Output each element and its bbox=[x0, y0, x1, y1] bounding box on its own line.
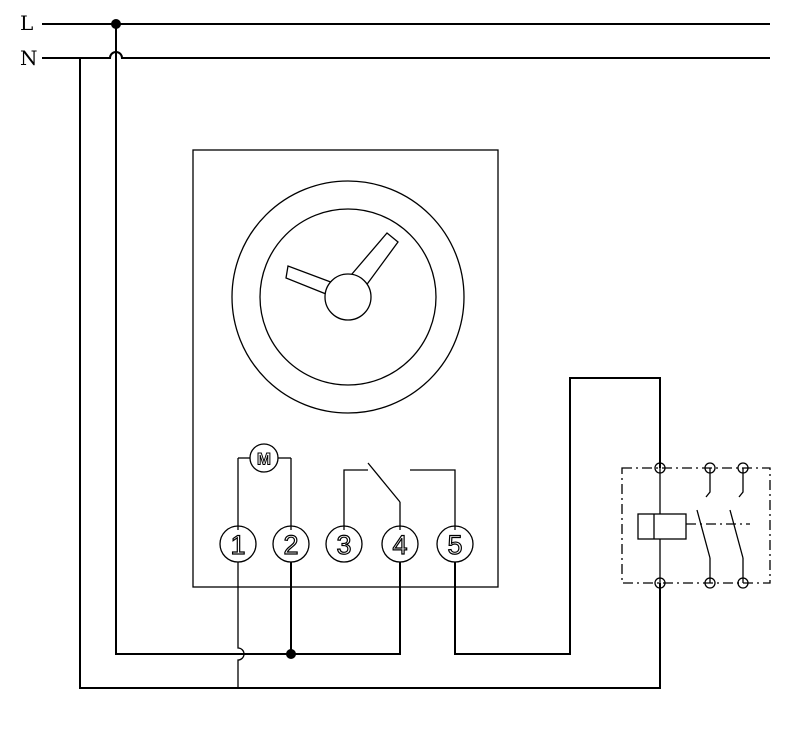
terminal-2-label: 2 bbox=[283, 530, 298, 560]
terminal-3-label: 3 bbox=[336, 530, 351, 560]
contactor bbox=[621, 462, 771, 589]
motor-label: M bbox=[257, 450, 271, 469]
junction-dot bbox=[286, 649, 296, 659]
terminal-1-wire bbox=[237, 562, 245, 688]
neutral-line bbox=[42, 51, 770, 59]
terminal-5-label: 5 bbox=[447, 530, 462, 560]
live-wire bbox=[115, 24, 401, 655]
terminal-5: 5 bbox=[436, 525, 474, 563]
neutral-line-label: N bbox=[20, 46, 38, 70]
switched-output-wire bbox=[454, 377, 661, 655]
motor-icon bbox=[249, 443, 279, 473]
contactor-coil bbox=[637, 513, 687, 540]
switch-blade bbox=[367, 462, 401, 503]
timer-housing bbox=[192, 149, 499, 588]
terminal-1: 1 bbox=[219, 525, 257, 563]
terminal-4: 4 bbox=[381, 525, 419, 563]
contact-lead-5 bbox=[410, 469, 456, 530]
live-line-label: L bbox=[20, 11, 33, 35]
clock-icon bbox=[231, 180, 465, 414]
terminal-2: 2 bbox=[272, 525, 310, 563]
neutral-wire bbox=[79, 58, 661, 689]
contactor-enclosure bbox=[621, 467, 771, 584]
terminal-1-label: 1 bbox=[230, 530, 245, 560]
terminal-4-label: 4 bbox=[392, 530, 407, 560]
contact-lead-3 bbox=[343, 469, 368, 530]
terminal-3: 3 bbox=[325, 525, 363, 563]
